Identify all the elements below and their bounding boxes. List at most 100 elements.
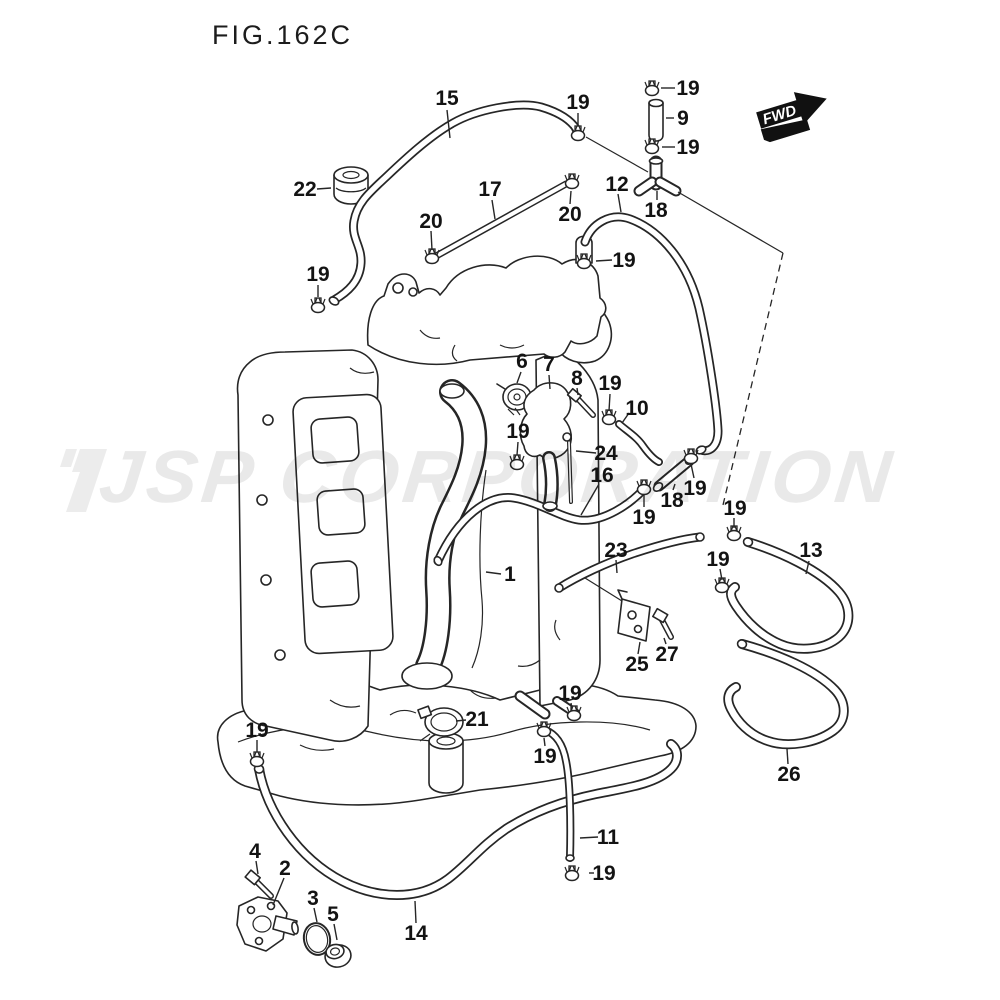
- leader-line: [333, 923, 338, 941]
- leader-line: [548, 374, 551, 390]
- o-ring-3: [302, 922, 332, 956]
- thermostat-housing-7: [519, 382, 573, 510]
- leader-line: [485, 571, 502, 575]
- part-callout-19: 19: [676, 77, 699, 100]
- leader-line: [272, 877, 285, 906]
- watermark-logo-icon: [60, 449, 107, 512]
- leader-line: [786, 748, 789, 765]
- part-callout-19: 19: [723, 497, 746, 520]
- part-callout-27: 27: [655, 643, 678, 666]
- bolt-27: [652, 607, 674, 640]
- part-callout-19: 19: [306, 263, 329, 286]
- leader-line: [414, 900, 417, 924]
- part-callout-20: 20: [419, 210, 442, 233]
- leader-line: [690, 463, 695, 479]
- leader-line: [617, 193, 622, 213]
- hose-15: [328, 105, 577, 306]
- part-callout-4: 4: [249, 840, 261, 863]
- valve-cover-top: [366, 255, 607, 366]
- part-callout-19: 19: [612, 249, 635, 272]
- part-callout-19: 19: [245, 719, 268, 742]
- part-callout-17: 17: [478, 178, 501, 201]
- reference-line: [677, 191, 784, 254]
- leader-line: [569, 190, 572, 205]
- t-connector-18-top: [639, 158, 676, 191]
- cap-5: [324, 943, 352, 968]
- leader-line: [805, 560, 810, 575]
- part-callout-16: 16: [590, 464, 613, 487]
- part-callout-19: 19: [706, 548, 729, 571]
- part-callout-1: 1: [504, 563, 516, 586]
- leader-line: [491, 199, 496, 220]
- leader-line: [576, 387, 579, 396]
- part-callout-25: 25: [625, 653, 649, 676]
- part-callout-19: 19: [533, 745, 556, 768]
- figure-title: FIG.162C: [212, 20, 354, 50]
- part-callout-2: 2: [279, 857, 291, 880]
- leader-line: [595, 259, 613, 262]
- leader-line: [455, 719, 467, 722]
- hose-26: [728, 639, 843, 744]
- leader-line: [255, 860, 259, 875]
- part-callout-15: 15: [435, 87, 459, 110]
- leader-line: [516, 441, 519, 456]
- part-callout-26: 26: [777, 763, 800, 786]
- leader-line: [316, 187, 332, 190]
- part-callout-19: 19: [598, 372, 621, 395]
- part-callout-14: 14: [404, 922, 428, 945]
- leader-line: [621, 412, 630, 424]
- part-callout-19: 19: [683, 477, 706, 500]
- leader-line: [543, 737, 546, 747]
- hose-11: [545, 730, 575, 861]
- leader-line: [579, 836, 599, 839]
- hose-16: [433, 489, 644, 567]
- hose-13: [731, 537, 848, 649]
- part-callout-9: 9: [677, 107, 689, 130]
- watermark-text: JSP CORPORATION: [96, 435, 900, 518]
- part-callout-19: 19: [506, 420, 529, 443]
- part-callout-19: 19: [632, 506, 655, 529]
- dipstick-24: [562, 432, 573, 504]
- part-callout-20: 20: [558, 203, 581, 226]
- part-callout-10: 10: [625, 397, 648, 420]
- part-callout-22: 22: [293, 178, 316, 201]
- part-callout-18: 18: [660, 489, 684, 512]
- part-callout-19: 19: [558, 682, 581, 705]
- leader-line: [719, 568, 723, 581]
- leader-line: [608, 393, 611, 412]
- part-callout-23: 23: [604, 539, 627, 562]
- part-callout-19: 19: [676, 136, 699, 159]
- thermostat-cover-2: [236, 896, 299, 952]
- part-callout-3: 3: [307, 887, 319, 910]
- leader-line: [615, 559, 618, 574]
- part-callout-11: 11: [597, 826, 620, 849]
- reference-line: [585, 136, 649, 173]
- part-callout-21: 21: [465, 708, 489, 731]
- part-callout-13: 13: [799, 539, 822, 562]
- leader-line: [313, 907, 318, 923]
- hose-23: [554, 532, 705, 593]
- clamp-21: [417, 705, 464, 742]
- part-callout-6: 6: [516, 350, 528, 373]
- part-callout-19: 19: [566, 91, 589, 114]
- bracket-25: [584, 577, 651, 642]
- leader-line: [575, 450, 597, 454]
- part-callout-19: 19: [592, 862, 615, 885]
- leader-line: [516, 371, 522, 384]
- part-callout-18: 18: [644, 199, 668, 222]
- tube-9: [648, 98, 664, 142]
- fwd-arrow-icon: FWD: [756, 92, 827, 143]
- leader-line: [672, 483, 676, 491]
- part-callout-24: 24: [594, 442, 618, 465]
- leader-line: [637, 641, 641, 655]
- part-callout-12: 12: [605, 173, 628, 196]
- leader-line: [430, 230, 433, 251]
- hose-12: [585, 217, 718, 455]
- part-callout-7: 7: [543, 353, 555, 376]
- leader-line: [580, 483, 600, 516]
- bolt-4: [244, 869, 274, 899]
- part-callout-8: 8: [571, 367, 583, 390]
